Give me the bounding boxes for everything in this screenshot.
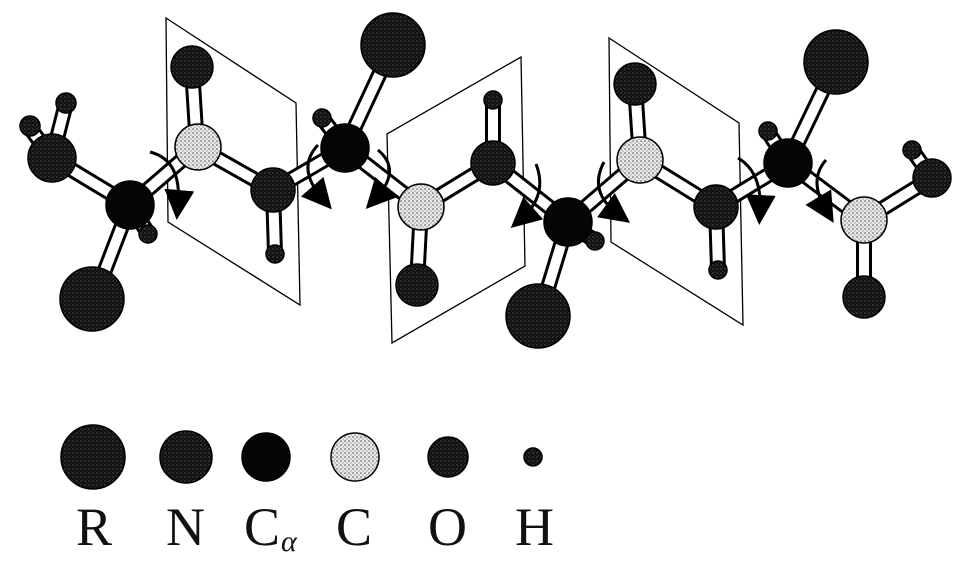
legend-label-o: O xyxy=(428,500,467,554)
carbonyl-carbon-sphere-icon xyxy=(330,432,380,482)
hydrogen-atom xyxy=(312,108,332,128)
rotation-arrow-icon xyxy=(300,143,332,210)
atom-group xyxy=(19,12,952,349)
legend-label-text: C xyxy=(244,497,281,557)
legend-label-r: R xyxy=(76,500,112,554)
alpha-carbon-atom xyxy=(543,197,593,247)
nitrogen-atom xyxy=(693,184,739,230)
r-group-atom xyxy=(505,283,571,349)
legend-label-h: H xyxy=(515,500,554,554)
hydrogen-atom xyxy=(483,90,503,110)
alpha-carbon-atom xyxy=(105,180,155,230)
oxygen-atom xyxy=(170,45,214,89)
oxygen-atom xyxy=(395,263,439,307)
carbonyl-carbon-atom xyxy=(840,196,888,244)
hydrogen-atom xyxy=(265,244,285,264)
oxygen-atom xyxy=(842,275,886,319)
peptide-plane-group xyxy=(165,16,744,345)
legend-label-n: N xyxy=(166,500,205,554)
rotation-arrow-icon xyxy=(365,148,398,209)
legend-spheres xyxy=(60,424,543,490)
peptide-plane xyxy=(386,55,526,345)
r-group-atom xyxy=(360,12,426,78)
hydrogen-atom xyxy=(708,260,728,280)
rotation-arrow-icon xyxy=(149,150,195,220)
legend-label-text: H xyxy=(515,497,554,557)
legend-label-text: O xyxy=(428,497,467,557)
r-group-atom xyxy=(803,29,869,95)
oxygen-atom xyxy=(613,62,657,106)
legend-label-text: C xyxy=(336,497,373,557)
hydrogen-atom xyxy=(585,231,605,251)
nitrogen-sphere-icon xyxy=(159,430,213,484)
alpha-carbon-sphere-icon xyxy=(241,432,291,482)
hydrogen-atom xyxy=(138,224,158,244)
legend-label-text: N xyxy=(166,497,205,557)
rotation-arrow-icon xyxy=(737,156,776,225)
legend-label-c-alpha: Cα xyxy=(244,500,297,557)
oxygen-atom xyxy=(912,158,952,198)
peptide-plane xyxy=(165,16,301,307)
rotation-arrow-group xyxy=(149,143,834,228)
residue-sphere-icon xyxy=(60,424,126,490)
hydrogen-atom xyxy=(19,115,41,137)
alpha-carbon-atom xyxy=(320,123,370,173)
carbonyl-carbon-atom xyxy=(174,123,222,171)
carbonyl-carbon-atom xyxy=(397,183,445,231)
hydrogen-atom xyxy=(758,121,778,141)
rotation-arrow-icon xyxy=(805,158,834,223)
hydrogen-sphere-icon xyxy=(523,447,543,467)
nitrogen-atom xyxy=(470,140,516,186)
legend-label-subscript: α xyxy=(281,525,297,558)
r-group-atom xyxy=(59,266,125,332)
alpha-carbon-atom xyxy=(763,138,813,188)
legend-label-text: R xyxy=(76,497,113,557)
nitrogen-atom xyxy=(250,167,296,213)
hydrogen-atom xyxy=(902,140,922,160)
rotation-arrow-icon xyxy=(596,161,631,223)
carbonyl-carbon-atom xyxy=(616,136,664,184)
peptide-plane xyxy=(608,36,744,327)
legend-label-c: C xyxy=(336,500,372,554)
hydrogen-atom xyxy=(55,92,77,114)
nitrogen-atom xyxy=(27,133,77,183)
rotation-arrow-icon xyxy=(510,163,544,228)
oxygen-sphere-icon xyxy=(427,436,469,478)
